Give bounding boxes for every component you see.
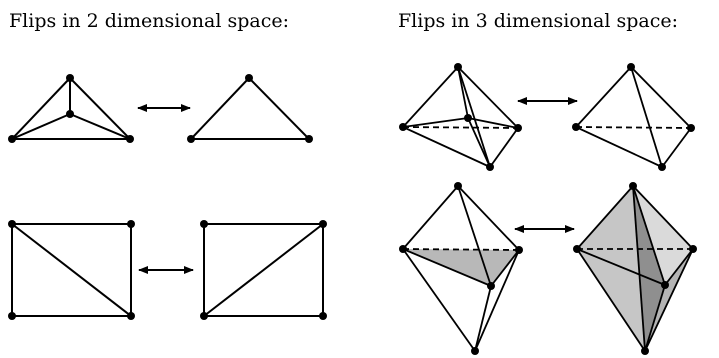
vertex-dot-icon (514, 124, 522, 132)
heading-2d-flips: Flips in 2 dimensional space: (9, 10, 289, 32)
vertex-dot-icon (687, 124, 695, 132)
quad-left-diagram (11, 223, 132, 317)
vertex-dot-icon (471, 347, 479, 355)
vertex-dot-icon (187, 135, 195, 143)
vertex-dot-icon (399, 245, 407, 253)
heading-3d-flips: Flips in 3 dimensional space: (398, 10, 678, 32)
vertex-dot-icon (572, 123, 580, 131)
vertex-dot-icon (641, 347, 649, 355)
vertex-dot-icon (661, 281, 669, 289)
vertex-dot-icon (8, 135, 16, 143)
vertex-dot-icon (126, 135, 134, 143)
vertex-dot-icon (319, 220, 327, 228)
vertex-dot-icon (127, 312, 135, 320)
tri-plain-vertices (187, 74, 313, 143)
vertex-dot-icon (399, 123, 407, 131)
vertex-dot-icon (200, 312, 208, 320)
bipyramid-three-tets-diagram (576, 185, 694, 352)
bipyramid-two-tets-diagram (402, 185, 520, 352)
vertex-dot-icon (629, 182, 637, 190)
inner-face-left (577, 186, 645, 351)
vertex-dot-icon (627, 63, 635, 71)
vertex-dot-icon (305, 135, 313, 143)
tri-vertices (8, 74, 134, 143)
tetra-plain-vertices (572, 63, 695, 171)
vertex-dot-icon (658, 163, 666, 171)
vertex-dot-icon (486, 163, 494, 171)
tri-subdivided-diagram (11, 77, 131, 140)
quad-left-vertices (8, 220, 135, 320)
vertex-dot-icon (8, 220, 16, 228)
vertex-dot-icon (689, 245, 697, 253)
quad-right-vertices (200, 220, 327, 320)
quad-right-diagram (203, 223, 324, 317)
vertex-dot-icon (245, 74, 253, 82)
vertex-dot-icon (515, 246, 523, 254)
bipyramid-right-vertices (573, 182, 697, 355)
tetra-subdivided-diagram (402, 66, 519, 168)
inner-face-right (633, 186, 693, 285)
vertex-dot-icon (573, 245, 581, 253)
shared-face (403, 249, 519, 286)
vertex-dot-icon (464, 114, 472, 122)
tetra-plain-diagram (575, 66, 692, 168)
vertex-dot-icon (66, 110, 74, 118)
tetra-subdivided-vertices (399, 63, 522, 171)
vertex-dot-icon (8, 312, 16, 320)
vertex-dot-icon (319, 312, 327, 320)
bipyramid-left-vertices (399, 182, 523, 355)
vertex-dot-icon (454, 182, 462, 190)
vertex-dot-icon (66, 74, 74, 82)
vertex-dot-icon (127, 220, 135, 228)
vertex-dot-icon (200, 220, 208, 228)
vertex-dot-icon (454, 63, 462, 71)
vertex-dot-icon (487, 282, 495, 290)
tri-plain-diagram (190, 77, 310, 140)
